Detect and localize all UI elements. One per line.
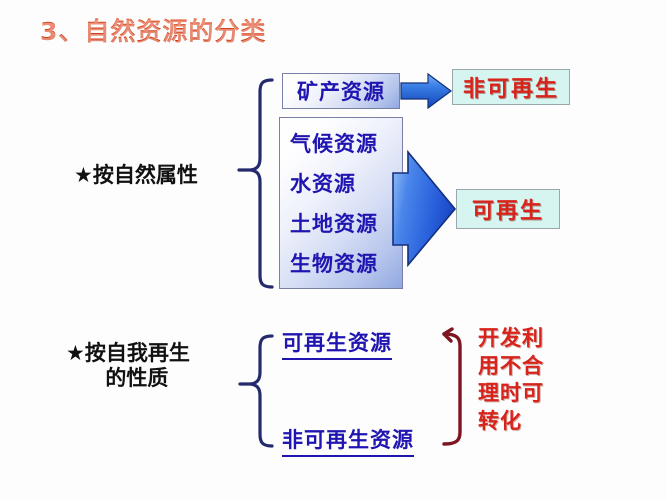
result-box-renewable-label: 可再生 xyxy=(471,199,544,224)
list-item: 气候资源 xyxy=(290,132,378,156)
curly-brace-icon-natural-attribute xyxy=(237,78,274,289)
page-title: 3、自然资源的分类 xyxy=(40,12,266,48)
curly-brace-icon-self-regeneration xyxy=(238,334,274,448)
note-line: 理时可 xyxy=(478,381,544,406)
note-line: 用不合 xyxy=(478,353,544,378)
box-mineral-resources: 矿产资源 xyxy=(282,73,400,109)
list-item: 生物资源 xyxy=(290,252,378,276)
note-line: 开发利 xyxy=(478,326,544,350)
box-mineral-resources-label: 矿产资源 xyxy=(297,80,385,104)
section-label-line-2: 的性质 xyxy=(105,365,169,390)
list-item-nonrenewable-resources: 非可再生资源 xyxy=(282,424,414,457)
block-arrow-right-icon-mineral xyxy=(400,72,453,110)
box-renewable-resource-list: 气候资源 水资源 土地资源 生物资源 xyxy=(279,117,403,289)
list-item: 土地资源 xyxy=(290,212,378,236)
note-conversion-remark: 开发利 用不合 理时可 转化 xyxy=(478,325,544,436)
result-box-nonrenewable: 非可再生 xyxy=(452,69,570,105)
section-label-self-regeneration: ★按自我再生 的性质 xyxy=(66,341,190,391)
note-line: 转化 xyxy=(478,409,522,434)
list-item: 水资源 xyxy=(290,172,356,196)
section-label-line-1: ★按自我再生 xyxy=(66,341,190,365)
result-box-renewable: 可再生 xyxy=(456,189,560,229)
result-box-nonrenewable-label: 非可再生 xyxy=(462,77,559,102)
right-bracket-arrow-icon xyxy=(442,327,462,446)
section-label-natural-attribute: ★按自然属性 xyxy=(74,163,198,187)
list-item-renewable-resources: 可再生资源 xyxy=(282,327,392,360)
